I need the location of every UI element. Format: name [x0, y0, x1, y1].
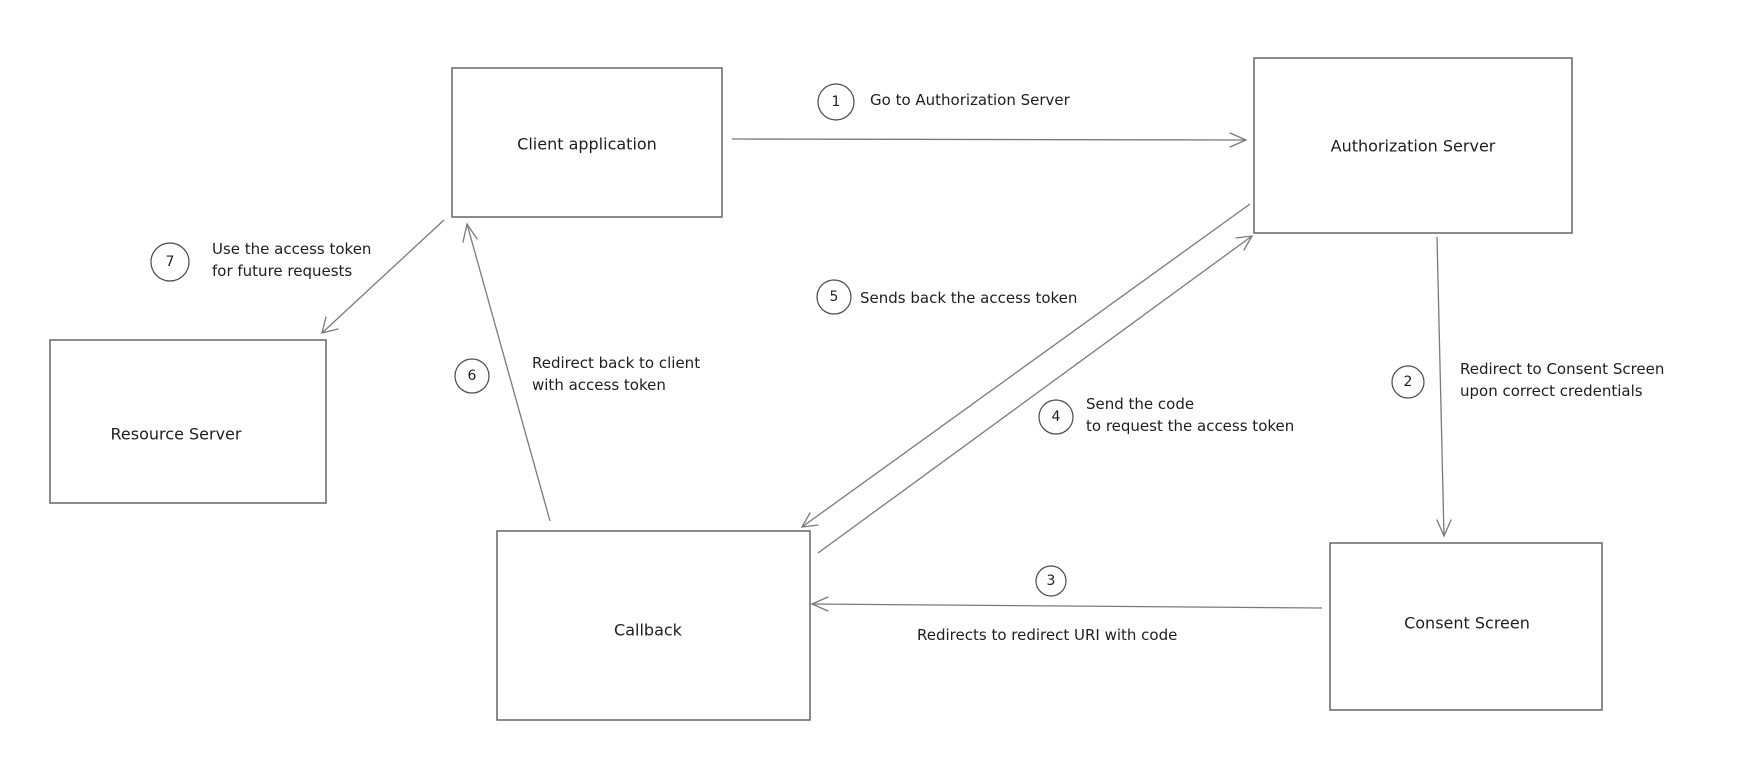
edge-step-1-arrow [731, 132, 1248, 148]
step-4-label: Send the code to request the access toke… [1086, 395, 1294, 435]
node-client-application: Client application [451, 67, 723, 218]
edge-step-7-arrow [321, 219, 445, 334]
step-5-label: Sends back the access token [860, 289, 1077, 307]
step-4-number: 4 [1052, 409, 1061, 425]
node-authorization-server: Authorization Server [1253, 57, 1573, 234]
edge-step-4-arrow [817, 235, 1254, 554]
step-7-marker: 7 [150, 242, 190, 282]
node-callback: Callback [496, 530, 811, 721]
edge-step-3-arrow [810, 596, 1323, 612]
step-7-number: 7 [166, 254, 175, 270]
edge-step-5-arrow [800, 203, 1251, 528]
step-5-marker: 5 [816, 279, 852, 315]
node-client-application-label: Client application [517, 135, 657, 154]
node-resource-server-label: Resource Server [111, 425, 242, 444]
step-2-number: 2 [1404, 374, 1413, 390]
edge-step-2-arrow [1436, 236, 1452, 538]
step-1-label: Go to Authorization Server [870, 91, 1071, 109]
node-authorization-server-label: Authorization Server [1331, 137, 1496, 156]
node-consent-screen-label: Consent Screen [1404, 614, 1530, 633]
step-1-number: 1 [832, 94, 841, 110]
step-2-label: Redirect to Consent Screen upon correct … [1460, 360, 1669, 400]
step-1-marker: 1 [817, 83, 855, 121]
node-resource-server: Resource Server [49, 339, 327, 504]
step-5-number: 5 [830, 289, 839, 305]
step-6-number: 6 [468, 368, 477, 384]
step-6-marker: 6 [454, 358, 490, 394]
node-consent-screen: Consent Screen [1329, 542, 1603, 711]
step-3-number: 3 [1047, 573, 1056, 589]
step-2-marker: 2 [1391, 365, 1425, 399]
step-3-label: Redirects to redirect URI with code [917, 626, 1177, 644]
step-3-marker: 3 [1035, 565, 1067, 597]
step-6-label: Redirect back to client with access toke… [532, 354, 705, 394]
edge-step-6-arrow [462, 222, 551, 522]
step-7-label: Use the access token for future requests [212, 240, 376, 280]
node-callback-label: Callback [614, 621, 683, 640]
step-4-marker: 4 [1038, 399, 1074, 435]
